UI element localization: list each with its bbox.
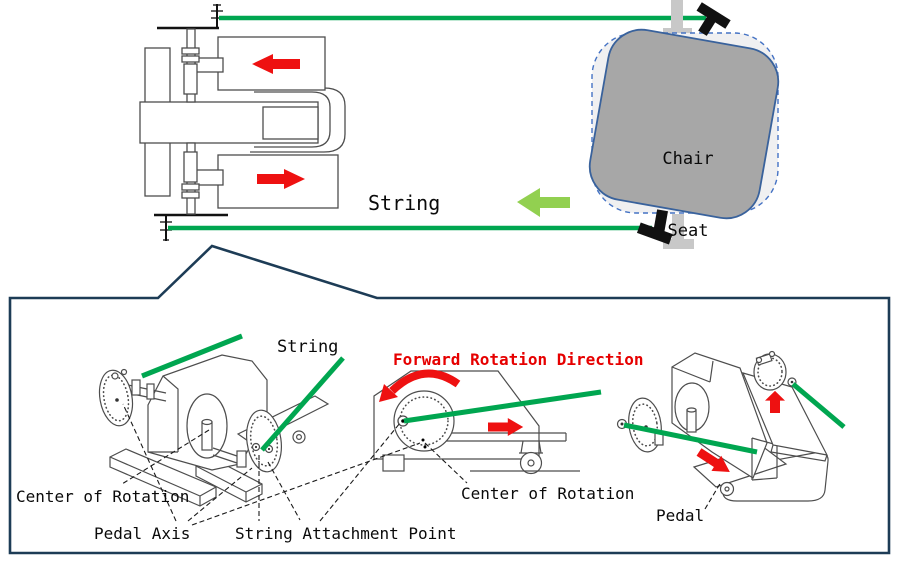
left-pedal-disc [98,368,167,427]
pedal-axis-label: Pedal Axis [94,524,191,543]
bottom-crank-assembly [154,142,228,241]
pedal-arrow-up-icon [765,390,785,413]
seat-motion-arrow-icon [517,188,570,217]
ghost-handle-bottom [663,214,694,249]
annotation-leader-lines [121,403,722,526]
upper-pedal-disc [753,350,797,391]
pedal-arrow-diagonal-icon [696,448,730,473]
string-label-detail: String [277,337,339,357]
pedal-arrow-right-icon [257,169,305,189]
string-attachment-point-label: String Attachment Point [235,524,457,543]
right-pedal-disc [212,409,282,473]
iso-right-string-upper [791,382,846,429]
string-label-top: String [368,191,441,215]
travel-arrow-right-icon [488,418,524,436]
top-crank-assembly [157,4,223,103]
forward-rotation-arrow-icon [379,369,461,402]
iso-machine-left [98,333,345,507]
center-of-rotation-label-left: Center of Rotation [16,487,190,506]
chair-seat-group [588,0,780,249]
pedal-arrow-left-icon [252,54,300,74]
side-view-machine [373,369,602,475]
iso-left-string-lower [260,356,345,452]
iso-right-string-lower [623,422,758,455]
seat-handle-bottom [636,209,673,245]
top-view-machine [139,4,346,241]
iso-machine-right [616,350,846,502]
forward-rotation-direction-label: Forward Rotation Direction [393,350,644,369]
iso-left-string-upper [141,333,243,379]
chair-seat-label-line2: Seat [667,221,709,241]
chair-seat [588,28,780,220]
side-view-string [403,389,602,424]
seat-handle-top [696,2,731,36]
center-of-rotation-label-middle: Center of Rotation [461,484,635,503]
chair-seat-label-line1: Chair [662,149,714,169]
pedal-label: Pedal [656,506,705,525]
chair-seat-label: Chair Seat [645,99,731,291]
